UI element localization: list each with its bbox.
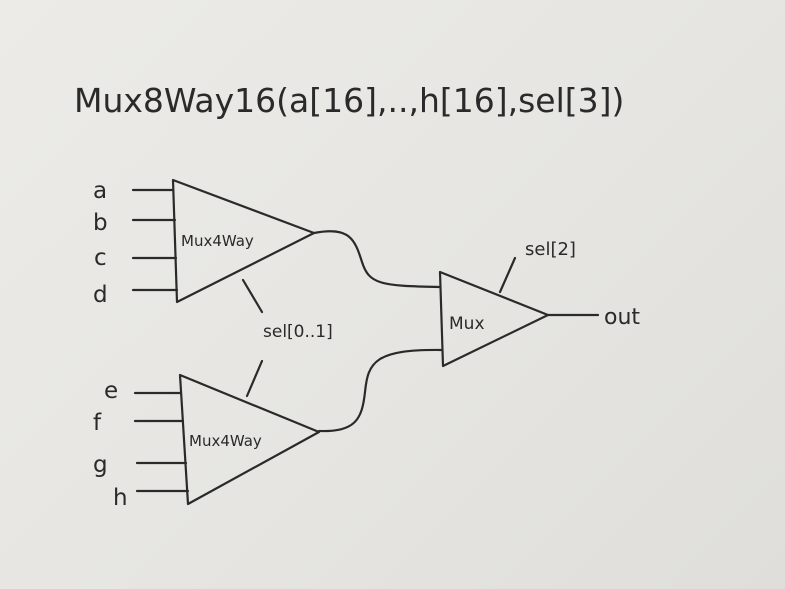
mux-final-chip: Mux <box>438 270 550 368</box>
mux4way-top-triangle <box>171 178 316 304</box>
mux-final-triangle <box>438 270 550 368</box>
mux4way-top-chip: Mux4Way <box>171 178 316 304</box>
input-label-h: h <box>113 485 128 511</box>
input-label-f: f <box>93 410 102 436</box>
input-label-g: g <box>93 452 108 478</box>
sel-high-label: sel[2] <box>525 239 576 260</box>
mux-final-label: Mux <box>449 314 485 334</box>
wire-bottom-to-mux <box>317 348 444 433</box>
wire-top-to-mux <box>312 230 442 289</box>
sel-high-tick <box>498 256 517 294</box>
sel-low-tick-bottom <box>245 359 264 398</box>
diagram-title: Mux8Way16(a[16],..,h[16],sel[3]) <box>74 81 624 120</box>
input-label-c: c <box>94 245 107 271</box>
sel-low-label: sel[0..1] <box>263 322 333 342</box>
input-label-a: a <box>93 178 107 204</box>
mux4way-bottom-chip: Mux4Way <box>178 373 321 506</box>
output-label: out <box>604 305 640 330</box>
mux4way-bottom-triangle <box>178 373 321 506</box>
input-label-b: b <box>93 210 108 236</box>
sel-low-tick-top <box>241 278 264 314</box>
mux4way-top-label: Mux4Way <box>181 232 254 250</box>
mux4way-bottom-label: Mux4Way <box>189 432 262 450</box>
input-label-e: e <box>104 378 118 404</box>
input-label-d: d <box>93 282 108 308</box>
